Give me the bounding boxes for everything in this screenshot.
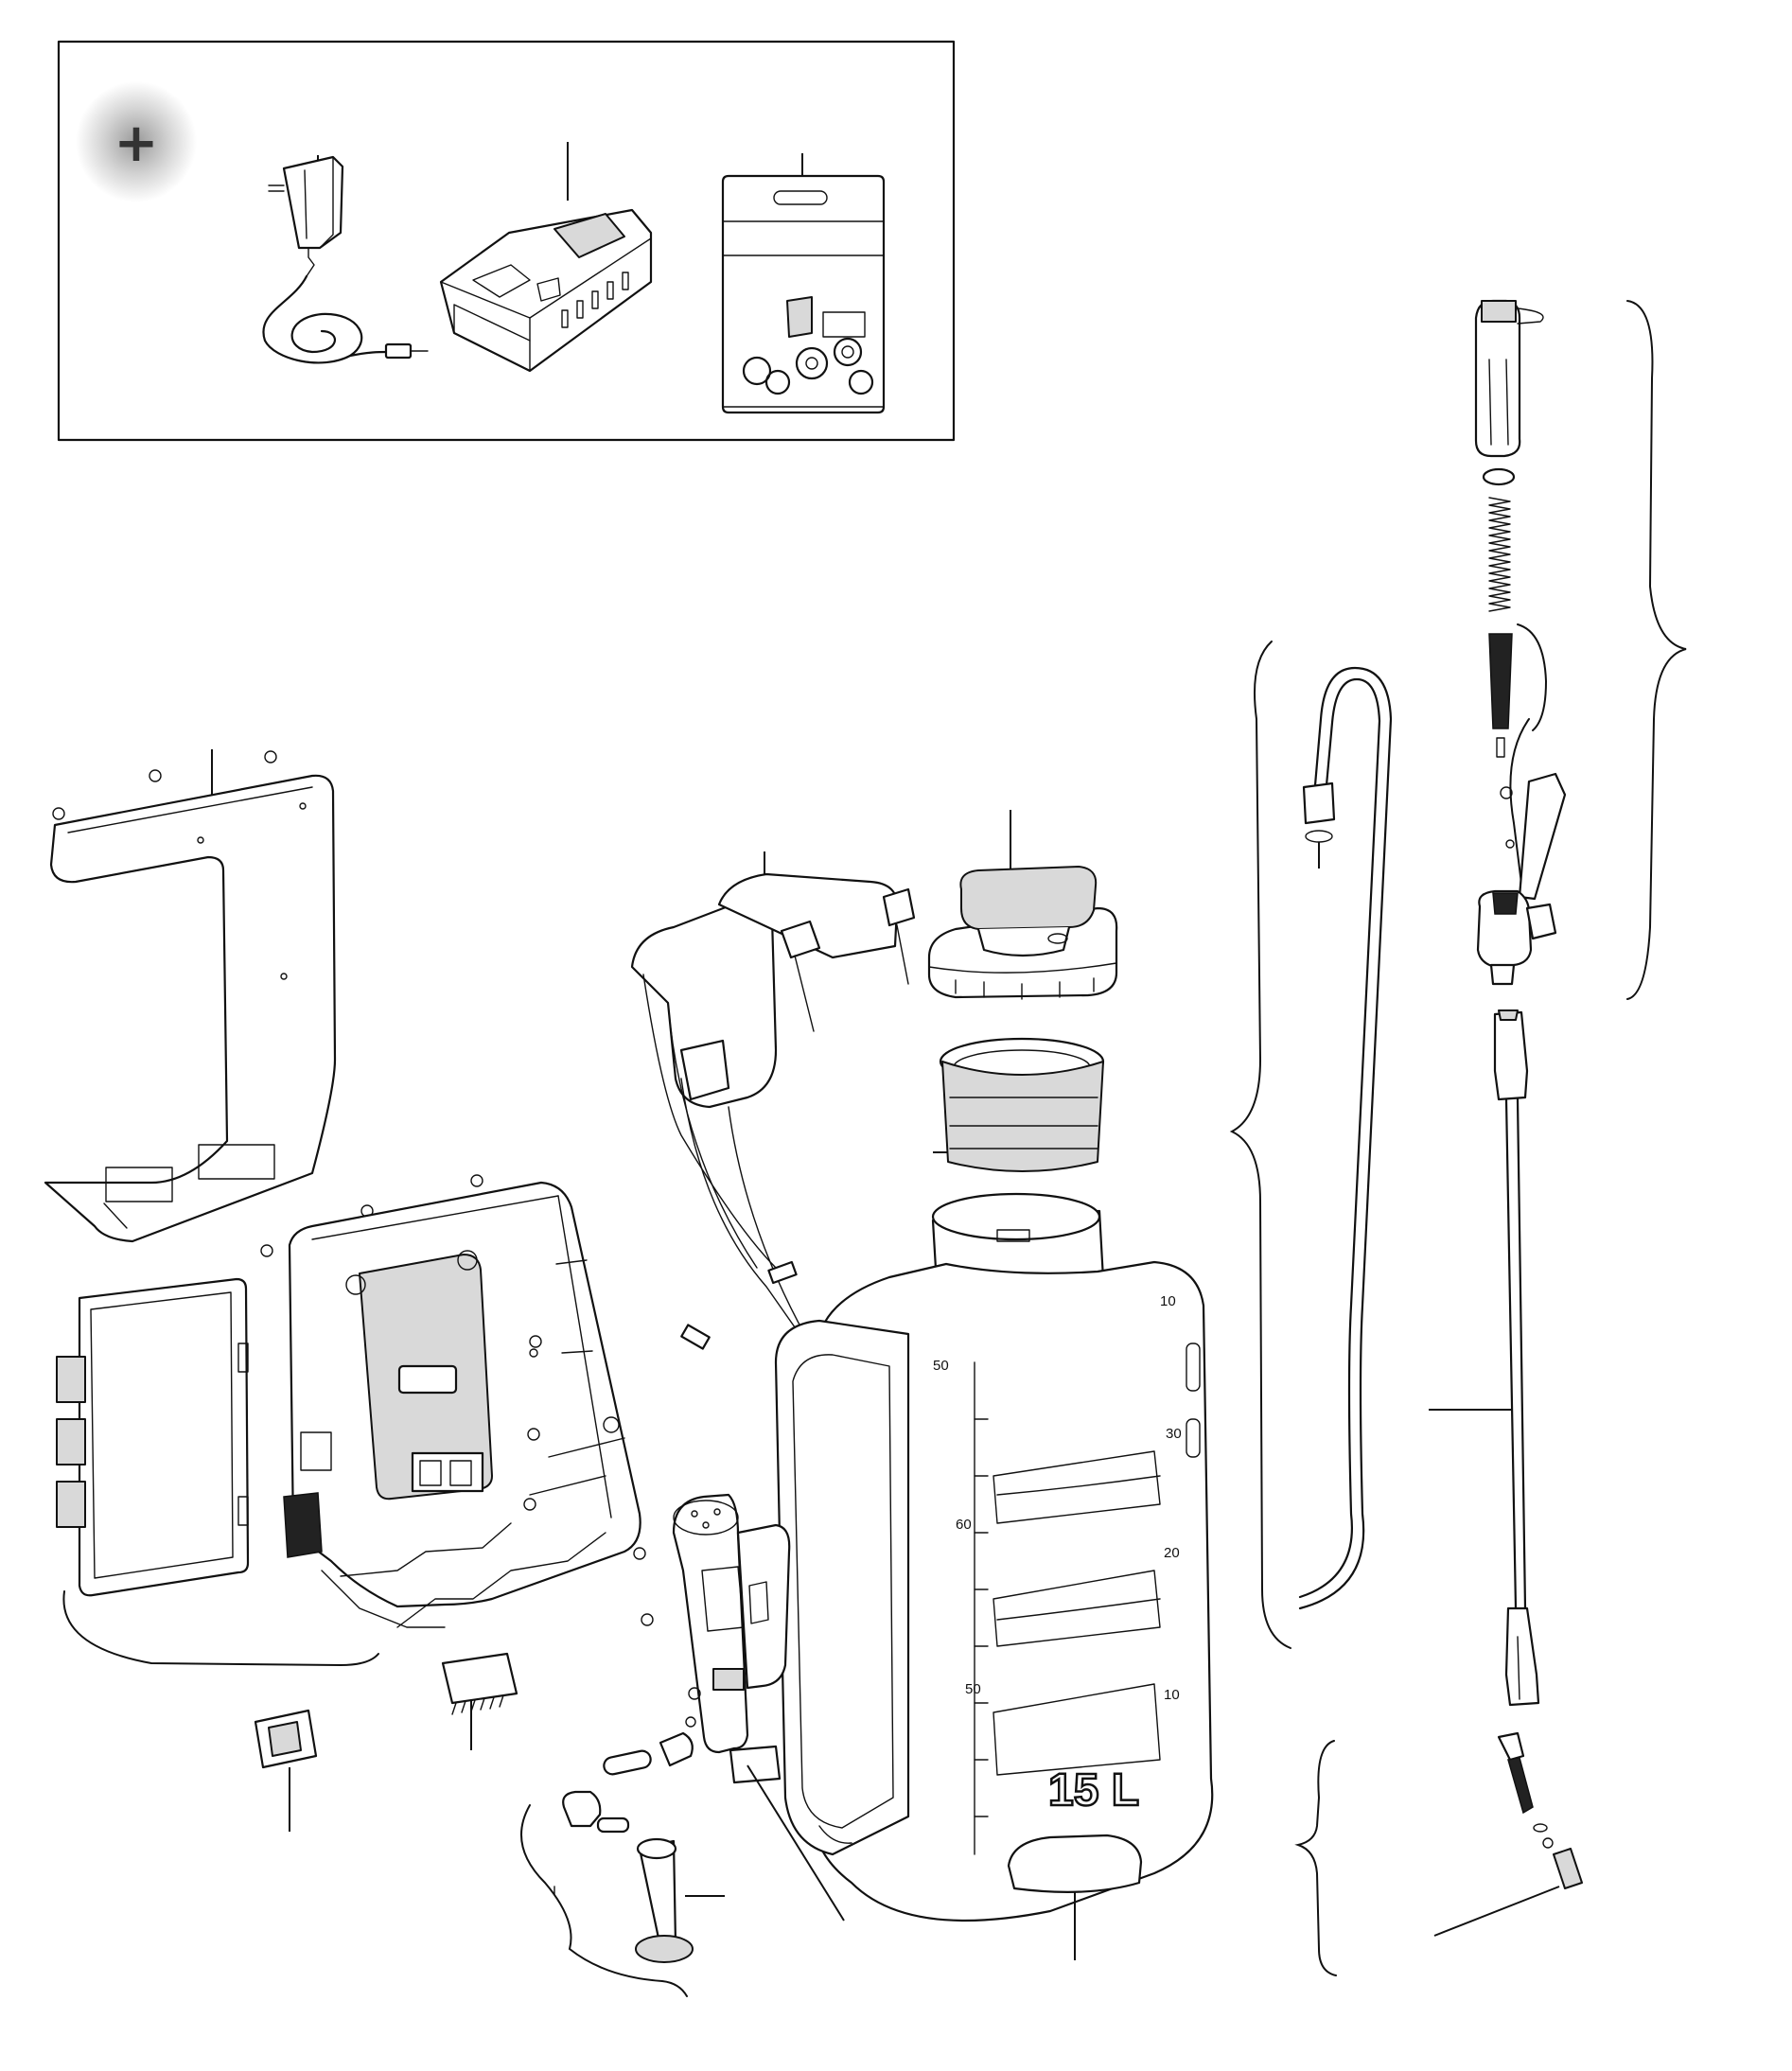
scale-right-2: 30: [1166, 1426, 1182, 1442]
spray-nozzle: [1294, 1731, 1583, 1976]
scale-left-low: 50: [965, 1681, 981, 1697]
tank-body: 50 60 50 10 30 20 10 15 L: [774, 1192, 1214, 1960]
spray-lance: [1429, 299, 1687, 1707]
scale-right-4: 10: [1164, 1687, 1180, 1703]
charger-adapter: [262, 155, 429, 364]
scale-right-top: 10: [1160, 1293, 1176, 1309]
spray-hose: [1229, 641, 1393, 1649]
tank-capacity-label: 15 L: [1048, 1765, 1139, 1816]
battery-housing: [260, 1174, 641, 1628]
tank-cap: [927, 810, 1118, 1000]
accessory-box: +: [57, 40, 956, 442]
back-cover-panel: [44, 749, 337, 1243]
plus-badge-icon: +: [76, 81, 197, 202]
tank-strainer: [933, 1037, 1105, 1172]
housing-screws: [529, 1348, 654, 1626]
spare-parts-bag: [721, 153, 886, 414]
power-switch: [254, 1709, 318, 1832]
scale-left-top: 50: [933, 1358, 949, 1374]
battery-pack: [439, 142, 653, 373]
pump-assembly: [672, 1493, 845, 1922]
scale-left-mid: 60: [956, 1517, 972, 1533]
tank-fill-scale: 50 60 50 10 30 20 10: [933, 1293, 1182, 1817]
battery-compartment-lid: [56, 1277, 379, 1667]
bag-contents: [742, 296, 874, 395]
circuit-board: [441, 1652, 518, 1750]
wand-spring: [1488, 497, 1511, 612]
scale-right-3: 20: [1164, 1545, 1180, 1561]
plus-badge-symbol: +: [114, 113, 159, 174]
accessory-box-frame: [57, 40, 956, 442]
pump-fittings: [520, 1731, 725, 1997]
battery-vents: [561, 272, 629, 328]
